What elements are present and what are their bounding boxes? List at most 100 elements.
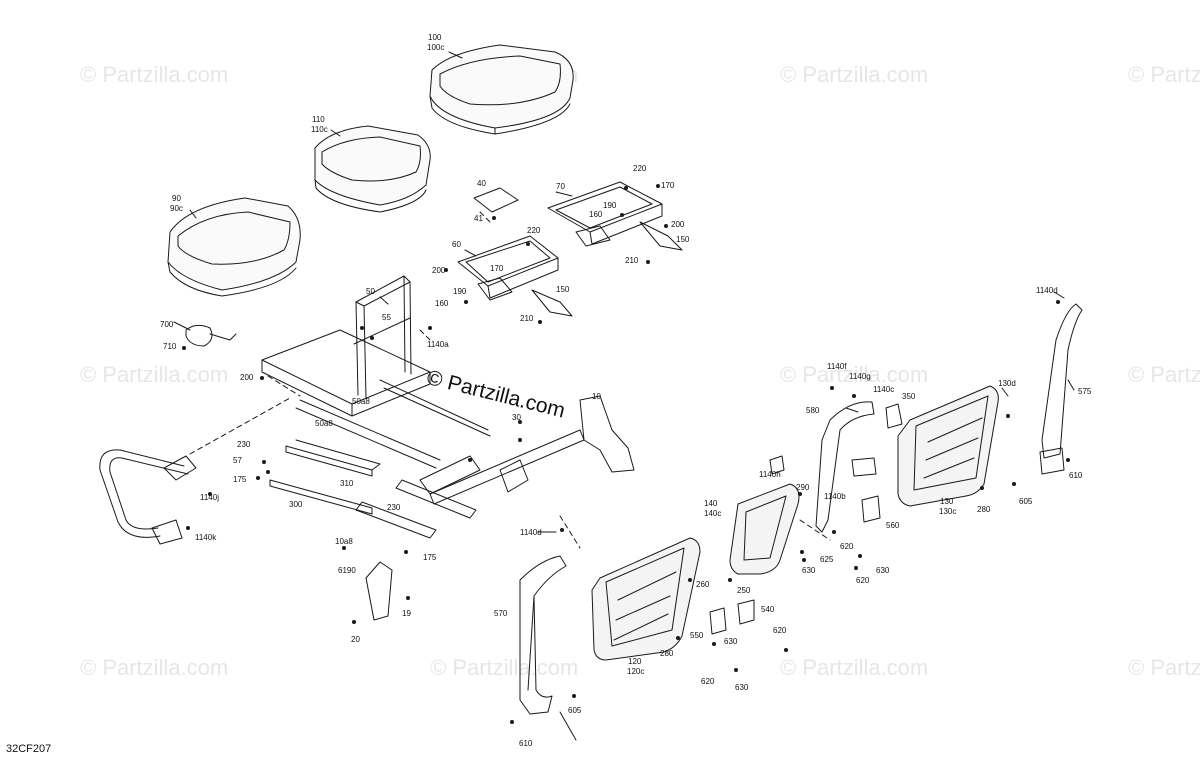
- callout-label: 700: [160, 320, 174, 329]
- backrest-140: [729, 483, 800, 575]
- callout-label: 120: [628, 657, 642, 666]
- callout-label: 610: [1069, 471, 1083, 480]
- callout-label: 170: [490, 264, 504, 273]
- callout-label: 150: [676, 235, 690, 244]
- callout-label: 220: [633, 164, 647, 173]
- callout-label: 1140g: [849, 372, 871, 381]
- callout-label: 290: [796, 483, 810, 492]
- callout-label: 350: [902, 392, 916, 401]
- callout-label: 620: [701, 677, 715, 686]
- callout-label: 175: [423, 553, 437, 562]
- callout-label: 560: [886, 521, 900, 530]
- callout-label: 605: [568, 706, 582, 715]
- callout-label: 60: [452, 240, 461, 249]
- callout-label: 310: [340, 479, 354, 488]
- callout-label: 57: [233, 456, 242, 465]
- callout-label: 280: [977, 505, 991, 514]
- callout-label: 100c: [427, 43, 445, 52]
- callout-label: 1140b: [824, 492, 846, 501]
- callout-label: 20: [351, 635, 360, 644]
- fasteners: [182, 184, 1070, 724]
- clip-1140h: [769, 455, 785, 475]
- buckle-550: [709, 607, 727, 635]
- callout-label: 6190: [338, 566, 356, 575]
- watermark: © Partzilla.com: [780, 362, 929, 387]
- callout-label: 260: [696, 580, 710, 589]
- callout-label: 10: [592, 392, 601, 401]
- callout-label: 630: [802, 566, 816, 575]
- seat-belt-570: [519, 555, 567, 715]
- seat-belt-575: [1039, 303, 1083, 475]
- callout-label: 580: [806, 406, 820, 415]
- callout-label: 625: [820, 555, 834, 564]
- callout-label: 90: [172, 194, 181, 203]
- buckle-560: [861, 495, 881, 523]
- callout-label: 250: [737, 586, 751, 595]
- callout-label: 90c: [170, 204, 183, 213]
- callout-label: 40: [477, 179, 486, 188]
- callout-label: 610: [519, 739, 533, 748]
- callout-label: 1140h: [759, 470, 781, 479]
- watermark: © Partzilla.com: [430, 655, 579, 680]
- callout-label: 50a8: [315, 419, 333, 428]
- watermark: © Partzilla.com: [780, 62, 929, 87]
- callout-label: 280: [660, 649, 674, 658]
- callout-label: 1140d: [520, 528, 542, 537]
- callout-label: 55: [382, 313, 391, 322]
- seat-slider-frame-70: [547, 181, 683, 251]
- buckle-sensor-700: [185, 324, 237, 347]
- callout-label: 605: [1019, 497, 1033, 506]
- rear-frame-10: [355, 395, 635, 539]
- callout-label: 10a8: [335, 537, 353, 546]
- callout-label: 50a8: [352, 397, 370, 406]
- callout-label: 19: [402, 609, 411, 618]
- callout-label: 200: [432, 266, 446, 275]
- callout-label: 540: [761, 605, 775, 614]
- callout-label: 160: [435, 299, 449, 308]
- watermark: © Partzilla.com: [1128, 362, 1200, 387]
- backrest-120: [591, 537, 701, 661]
- callout-label: 110: [312, 115, 325, 124]
- callout-label: 150: [556, 285, 570, 294]
- slider-rails: [269, 439, 381, 515]
- callout-label: 200: [240, 373, 254, 382]
- callout-label: 620: [840, 542, 854, 551]
- callout-label: 570: [494, 609, 508, 618]
- callout-label: 300: [289, 500, 303, 509]
- callout-label: 110c: [311, 125, 328, 134]
- callout-label: 1140j: [200, 493, 219, 502]
- callout-label: 190: [603, 201, 617, 210]
- callout-label: 220: [527, 226, 541, 235]
- callout-label: 140c: [704, 509, 722, 518]
- callout-label: 70: [556, 182, 565, 191]
- callout-label: 575: [1078, 387, 1092, 396]
- callout-label: 41: [474, 214, 483, 223]
- callout-label: 130: [940, 497, 954, 506]
- watermark: © Partzilla.com: [1128, 655, 1200, 680]
- seat-cushion-90: [167, 197, 301, 297]
- watermark: © Partzilla.com: [80, 362, 229, 387]
- callout-label: 130d: [998, 379, 1016, 388]
- backrest-130: [897, 385, 999, 507]
- seat-cushion-110: [314, 125, 431, 213]
- callout-label: 160: [589, 210, 603, 219]
- callout-label: 170: [661, 181, 675, 190]
- callout-label: 630: [735, 683, 749, 692]
- callout-label: 1140c: [873, 385, 895, 394]
- seat-slider-frame-60: [457, 235, 573, 317]
- callout-label: 120c: [627, 667, 645, 676]
- callout-leaders: [173, 51, 1075, 741]
- callout-label: 230: [237, 440, 251, 449]
- callout-label: 550: [690, 631, 704, 640]
- callout-label: 200: [671, 220, 685, 229]
- callout-label: 190: [453, 287, 467, 296]
- callout-label: 210: [625, 256, 639, 265]
- watermark: © Partzilla.com: [80, 655, 229, 680]
- callout-label: 630: [876, 566, 890, 575]
- diagram-code: 32CF207: [6, 743, 52, 755]
- callout-label: 1140d: [1036, 286, 1058, 295]
- callout-label: 140: [704, 499, 718, 508]
- callout-label: 630: [724, 637, 738, 646]
